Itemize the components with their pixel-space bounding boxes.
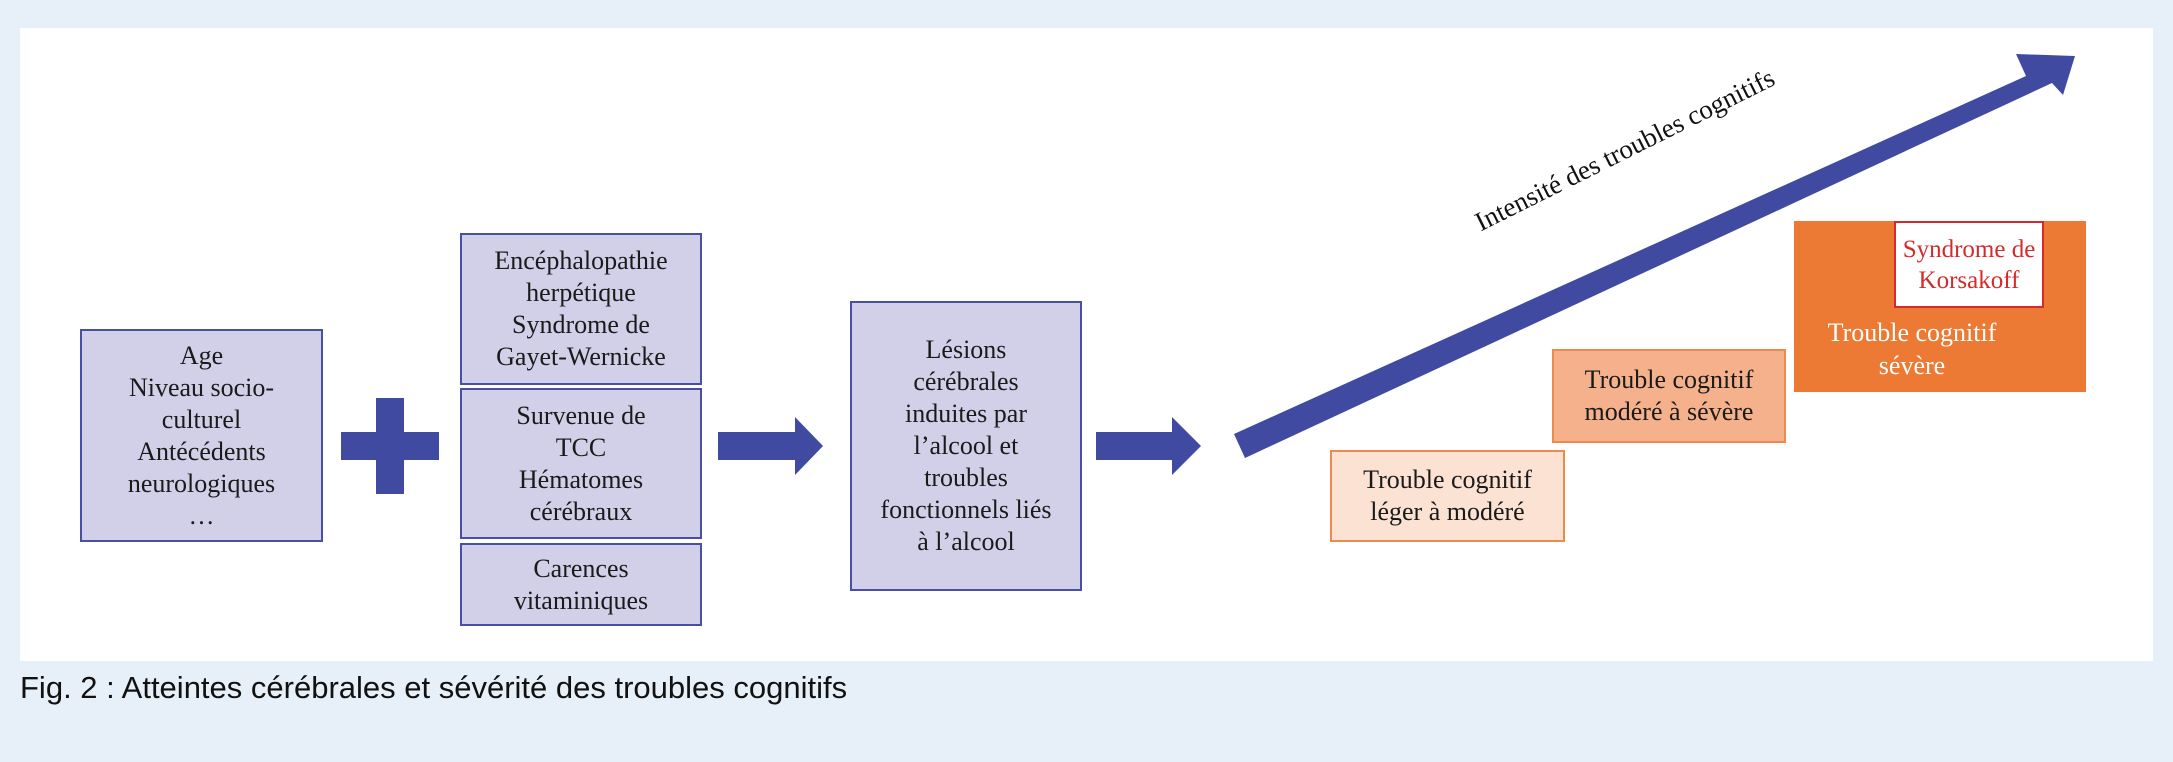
brain-condition-text-2: Survenue de TCC Hématomes cérébraux (516, 400, 646, 526)
korsakoff-box: Syndrome de Korsakoff (1894, 221, 2044, 308)
brain-condition-box-1: Encéphalopathie herpétique Syndrome de G… (460, 233, 702, 385)
risk-factors-text: Age Niveau socio- culturel Antécédents n… (127, 340, 276, 530)
korsakoff-text: Syndrome de Korsakoff (1902, 235, 2036, 294)
lesions-box: Lésions cérébrales induites par l’alcool… (850, 301, 1082, 591)
severity-mild-text: Trouble cognitif léger à modéré (1363, 465, 1532, 526)
figure-caption: Fig. 2 : Atteintes cérébrales et sévérit… (20, 670, 848, 705)
risk-factors-box: Age Niveau socio- culturel Antécédents n… (80, 329, 323, 542)
lesions-text: Lésions cérébrales induites par l’alcool… (880, 335, 1052, 556)
intensity-arrow-icon (1234, 54, 2075, 458)
severity-moderate-text: Trouble cognitif modéré à sévère (1584, 365, 1754, 426)
arrow-right-icon (1096, 417, 1201, 475)
arrow-right-icon (718, 417, 823, 475)
severity-severe-text: Trouble cognitif sévère (1827, 318, 1997, 380)
severity-mild-box: Trouble cognitif léger à modéré (1330, 450, 1565, 542)
plus-icon (341, 398, 439, 494)
brain-condition-text-1: Encéphalopathie herpétique Syndrome de G… (494, 246, 668, 371)
severity-moderate-box: Trouble cognitif modéré à sévère (1552, 349, 1786, 443)
brain-condition-box-3: Carences vitaminiques (460, 543, 702, 626)
brain-condition-text-3: Carences vitaminiques (513, 553, 649, 615)
brain-condition-box-2: Survenue de TCC Hématomes cérébraux (460, 388, 702, 539)
